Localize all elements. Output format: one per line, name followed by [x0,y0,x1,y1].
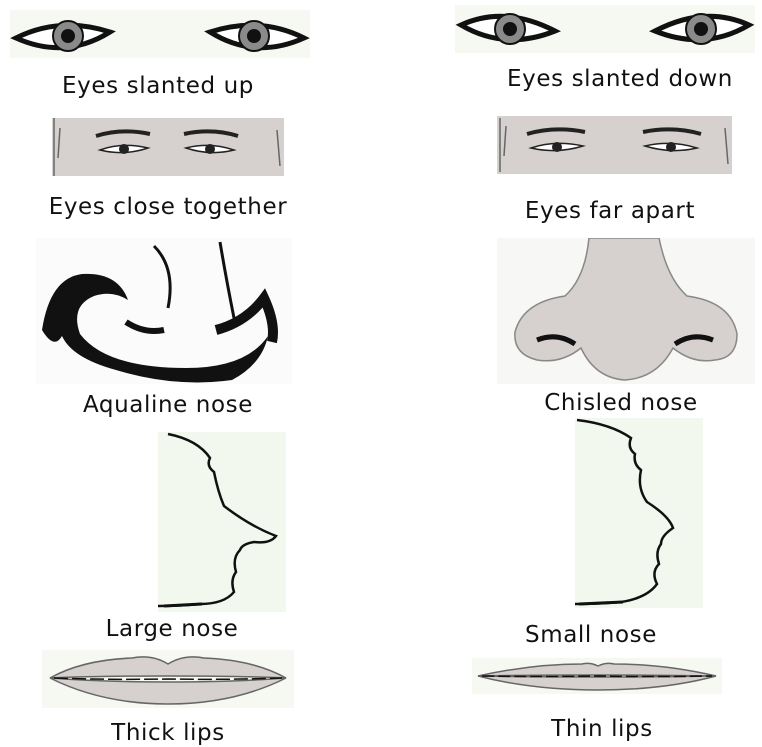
eyes-slanted-down-illustration [455,5,755,53]
caption-eyes-close-together: Eyes close together [49,194,288,220]
caption-eyes-far-apart: Eyes far apart [525,198,695,224]
caption-chisled-nose: Chisled nose [544,390,697,416]
thick-lips-illustration [42,650,294,708]
caption-thin-lips: Thin lips [551,716,653,742]
caption-small-nose: Small nose [525,622,657,648]
large-nose-profile-illustration [158,432,286,612]
eyes-slanted-up-illustration [10,10,310,58]
small-nose-profile-illustration [575,418,703,608]
caption-eyes-slanted-down: Eyes slanted down [507,66,733,92]
caption-eyes-slanted-up: Eyes slanted up [62,73,254,99]
aqualine-nose-illustration [36,238,292,384]
caption-thick-lips: Thick lips [111,720,225,746]
eyes-far-apart-illustration [497,116,732,174]
caption-aqualine-nose: Aqualine nose [83,392,253,418]
caption-large-nose: Large nose [106,616,239,642]
thin-lips-illustration [472,658,722,694]
chisled-nose-illustration [497,238,755,384]
eyes-close-together-illustration [52,118,284,176]
